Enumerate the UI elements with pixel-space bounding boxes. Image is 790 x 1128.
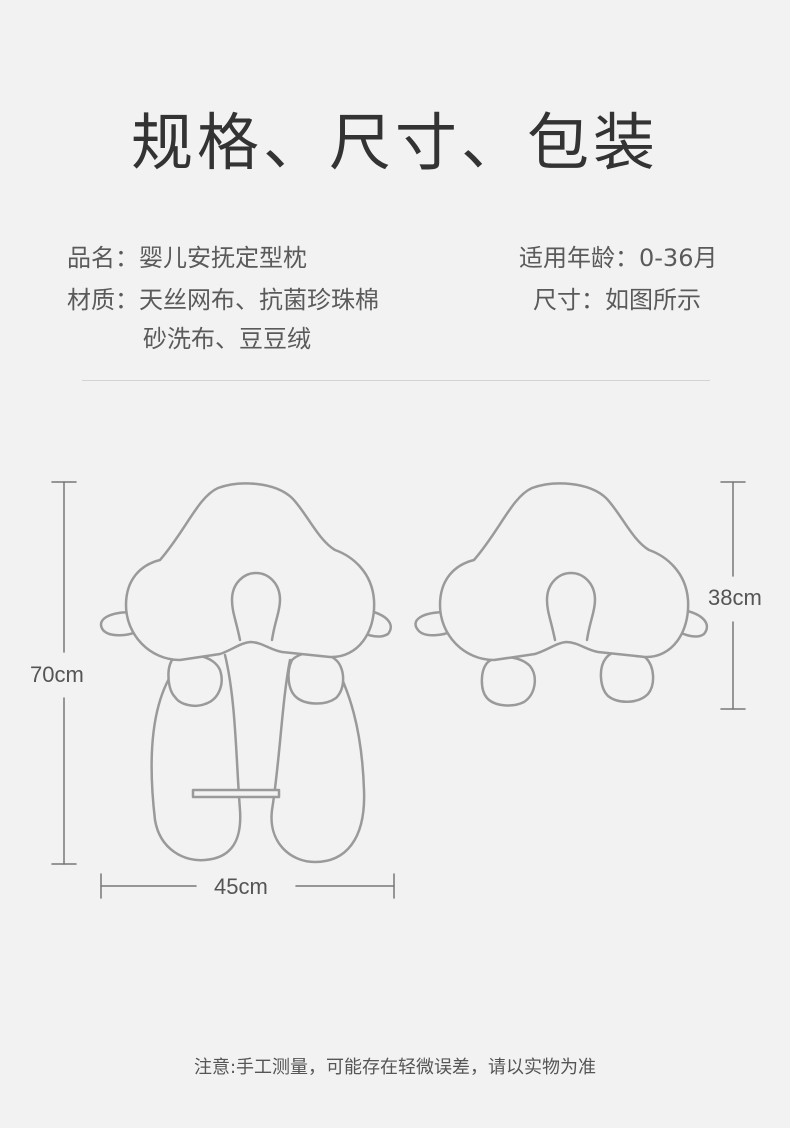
spec-name-label: 品名： xyxy=(67,244,139,272)
divider xyxy=(82,380,710,381)
spec-material-line1: 天丝网布、抗菌珍珠棉 xyxy=(139,286,379,314)
spec-name: 品名：婴儿安抚定型枕 xyxy=(67,238,307,273)
page-title: 规格、尺寸、包装 xyxy=(130,106,659,179)
spec-size-value: 如图所示 xyxy=(605,286,701,314)
spec-age: 适用年龄：0-36月 xyxy=(519,238,717,273)
pillow-full-illustration xyxy=(99,482,392,864)
spec-name-value: 婴儿安抚定型枕 xyxy=(139,244,307,272)
spec-age-value: 0-36月 xyxy=(639,244,718,272)
height-full-label: 70cm xyxy=(30,662,84,687)
spec-material: 材质：天丝网布、抗菌珍珠棉 xyxy=(67,280,379,315)
measurement-note: 注意:手工测量，可能存在轻微误差，请以实物为准 xyxy=(193,1057,597,1078)
spec-material-line2: 砂洗布、豆豆绒 xyxy=(143,325,311,353)
height-short-label: 38cm xyxy=(708,585,762,610)
spec-size: 尺寸：如图所示 xyxy=(533,280,701,315)
dimension-lines xyxy=(51,481,746,899)
pillow-short-illustration xyxy=(414,482,709,707)
spec-size-label: 尺寸： xyxy=(533,286,605,314)
spec-material-label: 材质： xyxy=(67,286,139,314)
width-label: 45cm xyxy=(214,874,268,899)
spec-age-label: 适用年龄： xyxy=(519,244,639,272)
